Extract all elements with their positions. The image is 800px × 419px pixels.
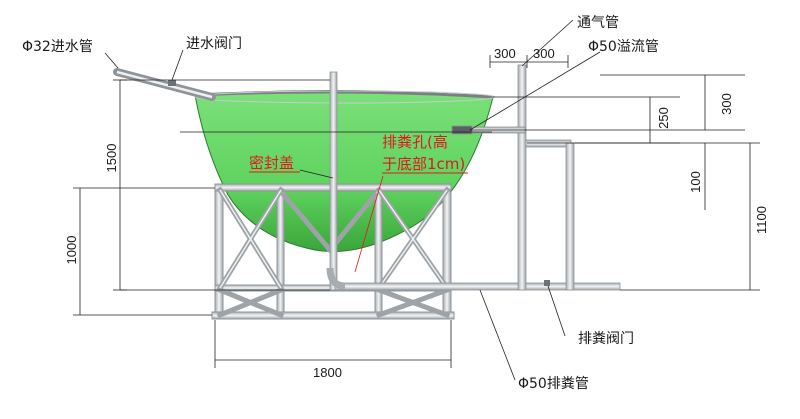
- vent-pipe-inner: [329, 71, 338, 291]
- dimension-lines: [73, 55, 760, 368]
- inlet-valve-body: [168, 80, 176, 86]
- dim-top-left-300: 300: [494, 46, 516, 61]
- label-inlet-pipe: Φ32进水管: [22, 39, 93, 55]
- label-drain-hole-1: 排粪孔(高: [382, 133, 448, 151]
- dim-1500: 1500: [104, 144, 119, 173]
- dim-1000: 1000: [64, 236, 79, 265]
- dim-1100: 1100: [754, 206, 769, 234]
- label-overflow-pipe: Φ50溢流管: [588, 39, 659, 55]
- overflow-riser: [525, 139, 572, 148]
- inlet-pipe: [113, 68, 216, 101]
- dim-300-right: 300: [719, 93, 734, 115]
- label-vent-pipe: 通气管: [577, 15, 619, 31]
- overflow-down: [565, 142, 575, 291]
- frame-leg-left: [214, 187, 224, 319]
- drain-valve-body: [544, 280, 550, 286]
- dim-100: 100: [688, 171, 703, 193]
- label-drain-valve: 排粪阀门: [578, 331, 634, 347]
- label-drain-pipe: Φ50排粪管: [518, 376, 589, 392]
- frame-bottom-bar: [211, 311, 455, 320]
- label-seal-cover: 密封盖: [249, 154, 294, 172]
- dim-1800: 1800: [313, 365, 342, 380]
- drain-pipe: [326, 267, 621, 291]
- dim-250: 250: [656, 107, 671, 129]
- dim-top-right-300: 300: [533, 46, 555, 61]
- label-drain-hole-2: 于底部1cm): [382, 155, 465, 173]
- label-inlet-valve: 进水阀门: [186, 36, 242, 52]
- frame-leg-left-2: [276, 187, 285, 319]
- frame-leg-mid: [374, 187, 383, 319]
- vent-pipe-vertical: [517, 64, 527, 291]
- leader-lines: [104, 19, 601, 381]
- frame-braces-light: [219, 189, 448, 289]
- drain-hole-fitting: [451, 125, 473, 135]
- frame-leg-right: [442, 187, 452, 319]
